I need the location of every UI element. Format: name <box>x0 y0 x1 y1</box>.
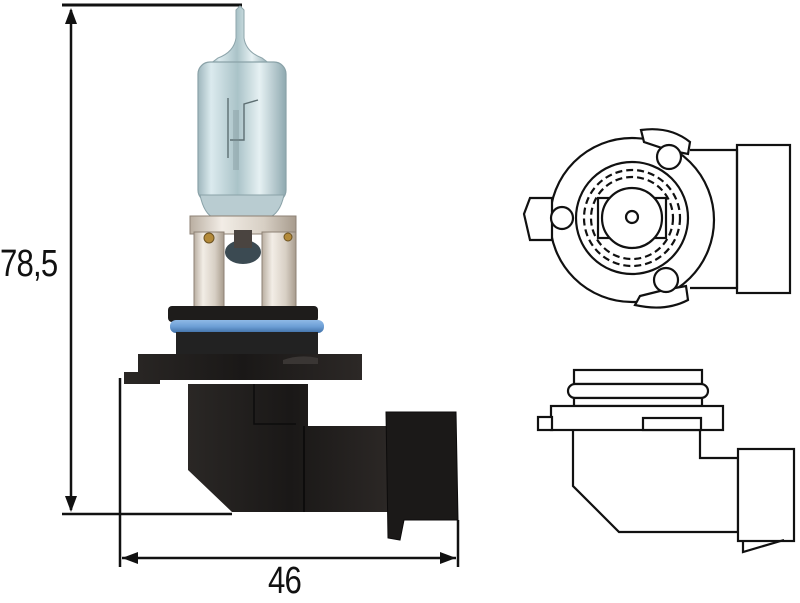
top-view-drawing <box>522 128 792 309</box>
width-dimension-label: 46 <box>268 560 302 602</box>
height-dimension <box>62 3 242 516</box>
bulb-photo <box>124 5 459 541</box>
arrow-right-icon <box>440 552 456 564</box>
height-dimension-label: 78,5 <box>0 243 58 285</box>
arrow-down-icon <box>65 496 77 512</box>
arrow-up-icon <box>65 8 77 24</box>
arrow-left-icon <box>122 552 138 564</box>
side-outline-drawing <box>536 368 796 554</box>
width-dimension <box>118 378 460 567</box>
o-ring <box>170 320 324 333</box>
